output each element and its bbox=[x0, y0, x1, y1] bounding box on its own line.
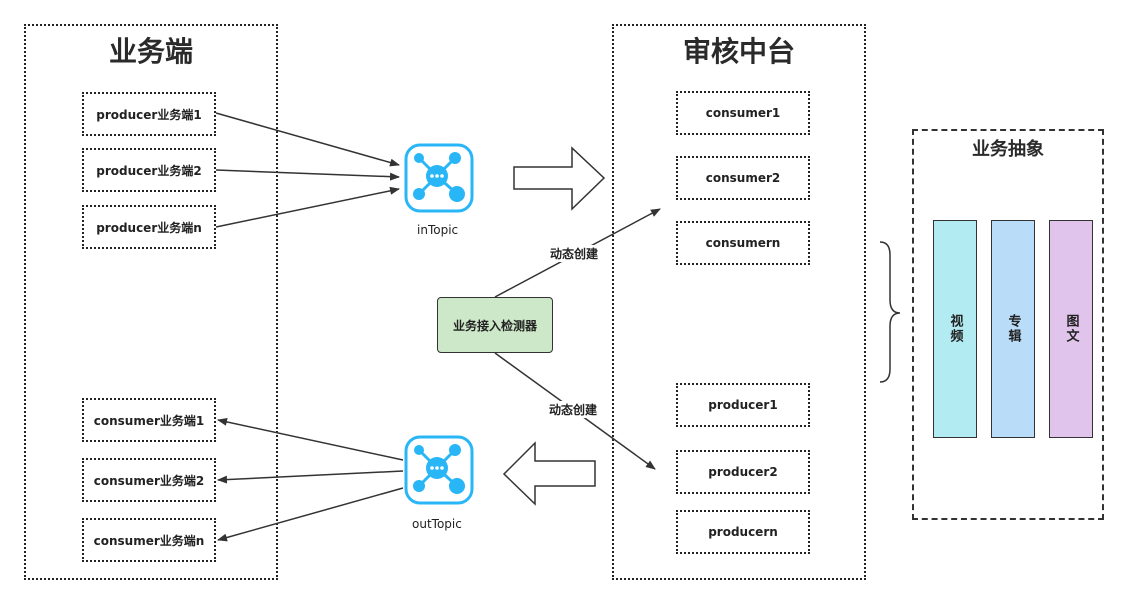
brace bbox=[879, 241, 901, 383]
business-producer-1[interactable]: producer业务端1 bbox=[82, 92, 216, 136]
review-consumer-n[interactable]: consumern bbox=[676, 221, 810, 265]
business-producer-2[interactable]: producer业务端2 bbox=[82, 148, 216, 192]
review-consumer-1[interactable]: consumer1 bbox=[676, 91, 810, 135]
arrow-producer1-to-intopic bbox=[215, 112, 400, 167]
abstract-item-album[interactable]: 专辑 bbox=[991, 220, 1035, 438]
abstract-item-video-label: 视频 bbox=[947, 314, 963, 344]
arrow-outtopic-to-consumer1 bbox=[217, 417, 404, 461]
outtopic-icon[interactable] bbox=[403, 434, 475, 506]
abstract-group-title: 业务抽象 bbox=[972, 139, 1044, 160]
arrow-producern-to-intopic bbox=[215, 186, 400, 228]
flow-arrow-right bbox=[513, 146, 606, 211]
review-producer-1[interactable]: producer1 bbox=[676, 383, 810, 427]
flow-arrow-left bbox=[502, 441, 596, 506]
arrow-producer2-to-intopic bbox=[215, 169, 400, 181]
arrow-outtopic-to-consumern bbox=[217, 487, 404, 542]
access-detector[interactable]: 业务接入检测器 bbox=[437, 297, 553, 353]
edge-label-create-consumers: 动态创建 bbox=[548, 245, 601, 262]
review-producer-n[interactable]: producern bbox=[676, 510, 810, 554]
review-group-title: 审核中台 bbox=[682, 35, 795, 68]
review-group: 审核中台 bbox=[612, 24, 866, 580]
business-group: 业务端 bbox=[24, 24, 278, 580]
abstract-item-album-label: 专辑 bbox=[1005, 314, 1021, 344]
intopic-label: inTopic bbox=[417, 223, 459, 237]
arrow-outtopic-to-consumer2 bbox=[217, 470, 404, 484]
business-consumer-1[interactable]: consumer业务端1 bbox=[82, 398, 216, 442]
review-producer-2[interactable]: producer2 bbox=[676, 450, 810, 494]
review-consumer-2[interactable]: consumer2 bbox=[676, 156, 810, 200]
business-consumer-n[interactable]: consumer业务端n bbox=[82, 518, 216, 562]
abstract-item-article[interactable]: 图文 bbox=[1049, 220, 1093, 438]
business-consumer-2[interactable]: consumer业务端2 bbox=[82, 458, 216, 502]
outtopic-label: outTopic bbox=[412, 517, 462, 531]
edge-label-create-producers: 动态创建 bbox=[547, 401, 600, 418]
abstract-group: 业务抽象 bbox=[912, 129, 1104, 520]
business-producer-n[interactable]: producer业务端n bbox=[82, 205, 216, 249]
abstract-item-article-label: 图文 bbox=[1063, 314, 1079, 344]
business-group-title: 业务端 bbox=[108, 35, 193, 68]
intopic-icon[interactable] bbox=[403, 142, 475, 214]
abstract-item-video[interactable]: 视频 bbox=[933, 220, 977, 438]
